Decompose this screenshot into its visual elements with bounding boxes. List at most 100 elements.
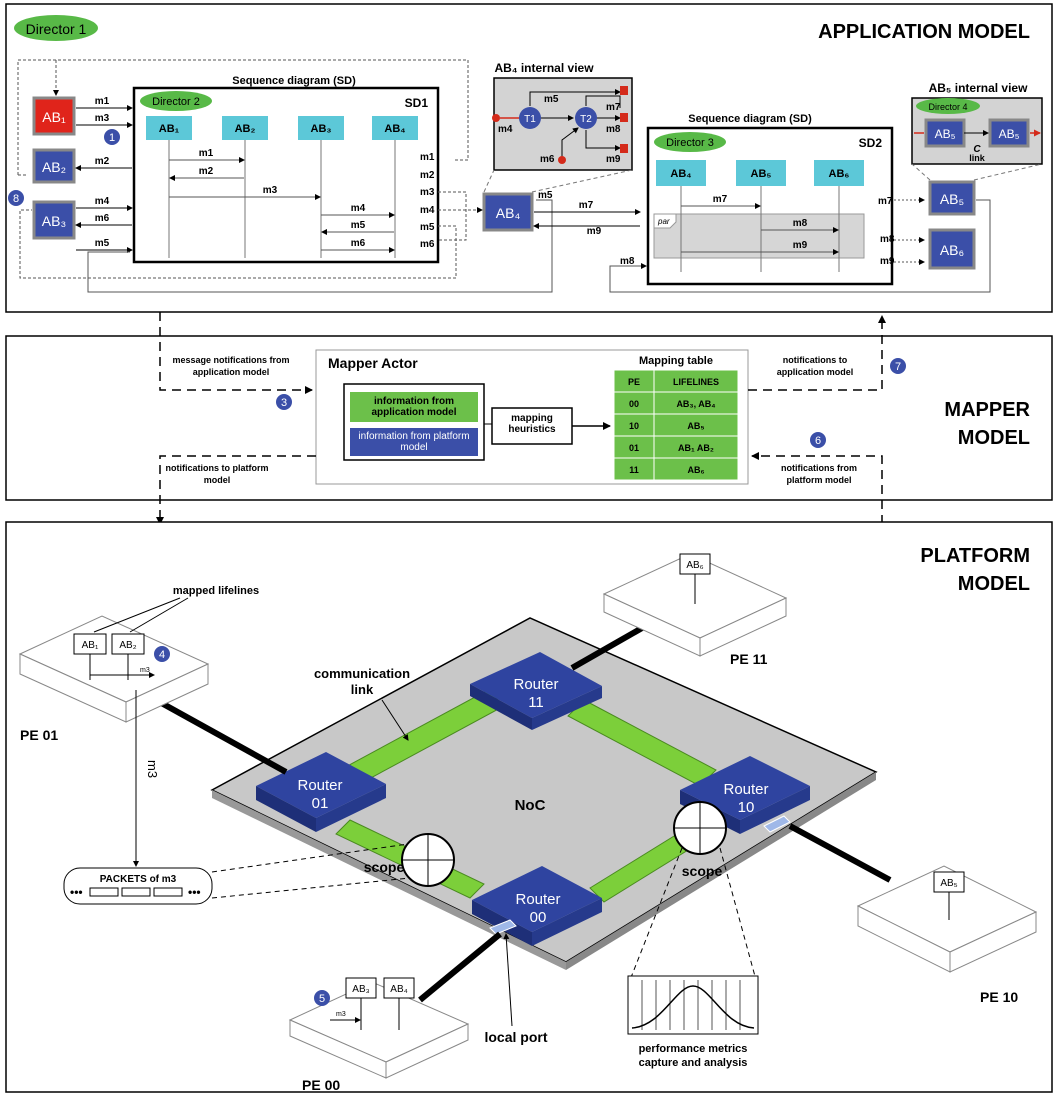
flow-app-to-mapper (159, 312, 313, 394)
application-model-title: APPLICATION MODEL (818, 21, 1030, 43)
router-01-line2: 01 (312, 795, 329, 812)
mapping-row-2-lifelines: AB₁ AB₂ (678, 443, 714, 453)
note-from-app: message notifications from application m… (172, 355, 290, 377)
sd2-lifeline-ab6 (814, 160, 864, 186)
pe11-ab6-label: AB₆ (686, 560, 703, 571)
director-1-ellipse (14, 15, 98, 41)
perf-line2: capture and analysis (639, 1057, 748, 1069)
router-10: Router 10 (680, 756, 810, 834)
ab4-view-frame (493, 77, 633, 171)
ab4-view-m4: m4 (498, 124, 513, 135)
sd2-msg-m9: m9 (793, 240, 808, 251)
pe01-label: PE 01 (20, 727, 58, 743)
packet-1 (89, 887, 119, 897)
router-00-line2: 00 (530, 909, 547, 926)
sd1-right-m2: m2 (420, 170, 435, 181)
ab5-view-block-b-label: AB₅ (999, 127, 1020, 141)
sd2-out-m8: m8 (880, 234, 895, 245)
cable-pe10 (788, 823, 892, 883)
scope-right-label: scope (682, 863, 723, 879)
ab1-label: AB₁ (42, 109, 66, 125)
router-01-line1: Router (297, 777, 342, 794)
perf-chart-bars (641, 980, 741, 1030)
ab5-view-block-b (988, 118, 1030, 148)
sd2-par-label: par (657, 217, 670, 226)
cable-pe01 (154, 697, 288, 775)
badge-7-label: 7 (895, 361, 901, 373)
router-10-line1: Router (723, 781, 768, 798)
left-msg-m2: m2 (95, 156, 110, 167)
director-3-ellipse (654, 132, 726, 152)
ab3-block (32, 200, 76, 240)
pe01-ab1-label: AB₁ (82, 640, 99, 651)
router-11-line2: 11 (528, 694, 544, 711)
left-msg-m4: m4 (95, 196, 110, 207)
task-t1 (519, 107, 541, 129)
ab5-view-title: AB₅ internal view (929, 81, 1029, 95)
mapper-model-section: MAPPER MODEL Mapper Actor information fr… (5, 312, 1053, 525)
sd2-lifeline-ab5-label: AB₅ (751, 168, 772, 180)
badge-6-label: 6 (815, 435, 821, 447)
noc-plate-edge-left (212, 790, 566, 970)
cable-pe00 (418, 931, 502, 1003)
left-msg-m1: m1 (95, 96, 110, 107)
ab6-block (928, 228, 976, 270)
badge-3 (276, 394, 292, 410)
perf-curve (631, 985, 755, 1029)
scope-left-lines (211, 843, 411, 899)
ab5-view-link-c: C (973, 144, 981, 155)
perf-line1: performance metrics (639, 1043, 748, 1055)
flow-mapper-to-platform (156, 455, 316, 525)
ab4-m5-return (87, 199, 553, 293)
ab6-label: AB₆ (940, 242, 964, 258)
sd1-messages: m1 m2 m3 m4 m5 m6 (169, 148, 395, 253)
badge-1-label: 1 (109, 132, 115, 144)
sd2-msg-m8: m8 (793, 218, 808, 229)
director-2-label: Director 2 (152, 96, 200, 108)
router-01: Router 01 (256, 752, 386, 832)
mapping-header-lifelines: LIFELINES (673, 377, 719, 387)
sd1-name: SD1 (405, 96, 429, 110)
mapping-header-pe: PE (628, 377, 640, 387)
ab4-view-m7: m7 (606, 102, 621, 113)
packet-3 (153, 887, 183, 897)
badge-8 (8, 190, 24, 206)
pe01-msg: m3 (140, 667, 150, 674)
pe00: AB₃ AB₄ m3 PE 00 (288, 977, 470, 1093)
pe01: AB₁ AB₂ m3 PE 01 (18, 615, 210, 743)
pe10: AB₅ PE 10 (856, 865, 1038, 1005)
mapping-table: PE LIFELINES 00 AB₃, AB₄ 10 AB₅ 01 AB₁ A… (613, 369, 739, 481)
ab5-view-block-a (924, 118, 966, 148)
comm-link-line2: link (351, 682, 374, 697)
sd2-lifeline-ab6-label: AB₆ (829, 168, 850, 180)
flow-platform-to-mapper (751, 452, 883, 524)
info-app-box (350, 392, 478, 422)
sd1-msg-m4: m4 (351, 203, 366, 214)
sd1-msg-m5: m5 (351, 220, 366, 231)
sd2-lifeline-ab5 (736, 160, 786, 186)
note-to-app: notifications to application model (776, 355, 854, 377)
ab5-view-zoom-lines (911, 163, 1043, 181)
sd1-lifeline-ab2-label: AB₂ (235, 123, 256, 135)
sd2-caption: Sequence diagram (SD) (688, 113, 812, 125)
director-1-loop (17, 59, 469, 175)
note-to-platform: notifications to platform model (165, 463, 269, 485)
noc-label: NoC (515, 797, 546, 814)
badge-8-label: 8 (13, 193, 19, 205)
ab4-label: AB₄ (496, 205, 521, 221)
sd1-lifeline-ab1 (146, 116, 192, 140)
ab5-view-block-a-label: AB₅ (935, 127, 956, 141)
sd2-msg-m7: m7 (713, 194, 728, 205)
sd2-lifeline-ab4-label: AB₄ (670, 168, 691, 180)
ab4-view-m6: m6 (540, 154, 555, 165)
sd2-par-fragment (653, 213, 865, 259)
mapping-row-1-pe: 10 (629, 421, 639, 431)
router-10-port (763, 815, 791, 833)
ab5-m8-return (609, 199, 991, 293)
mapping-row-0-lifelines: AB₃, AB₄ (676, 399, 715, 409)
mapping-row-3-lifelines: AB₆ (687, 465, 704, 475)
sd1-msg-m2: m2 (199, 166, 214, 177)
m3-loop (438, 191, 467, 241)
sd1-lifeline-ab4-label: AB₄ (384, 123, 405, 135)
